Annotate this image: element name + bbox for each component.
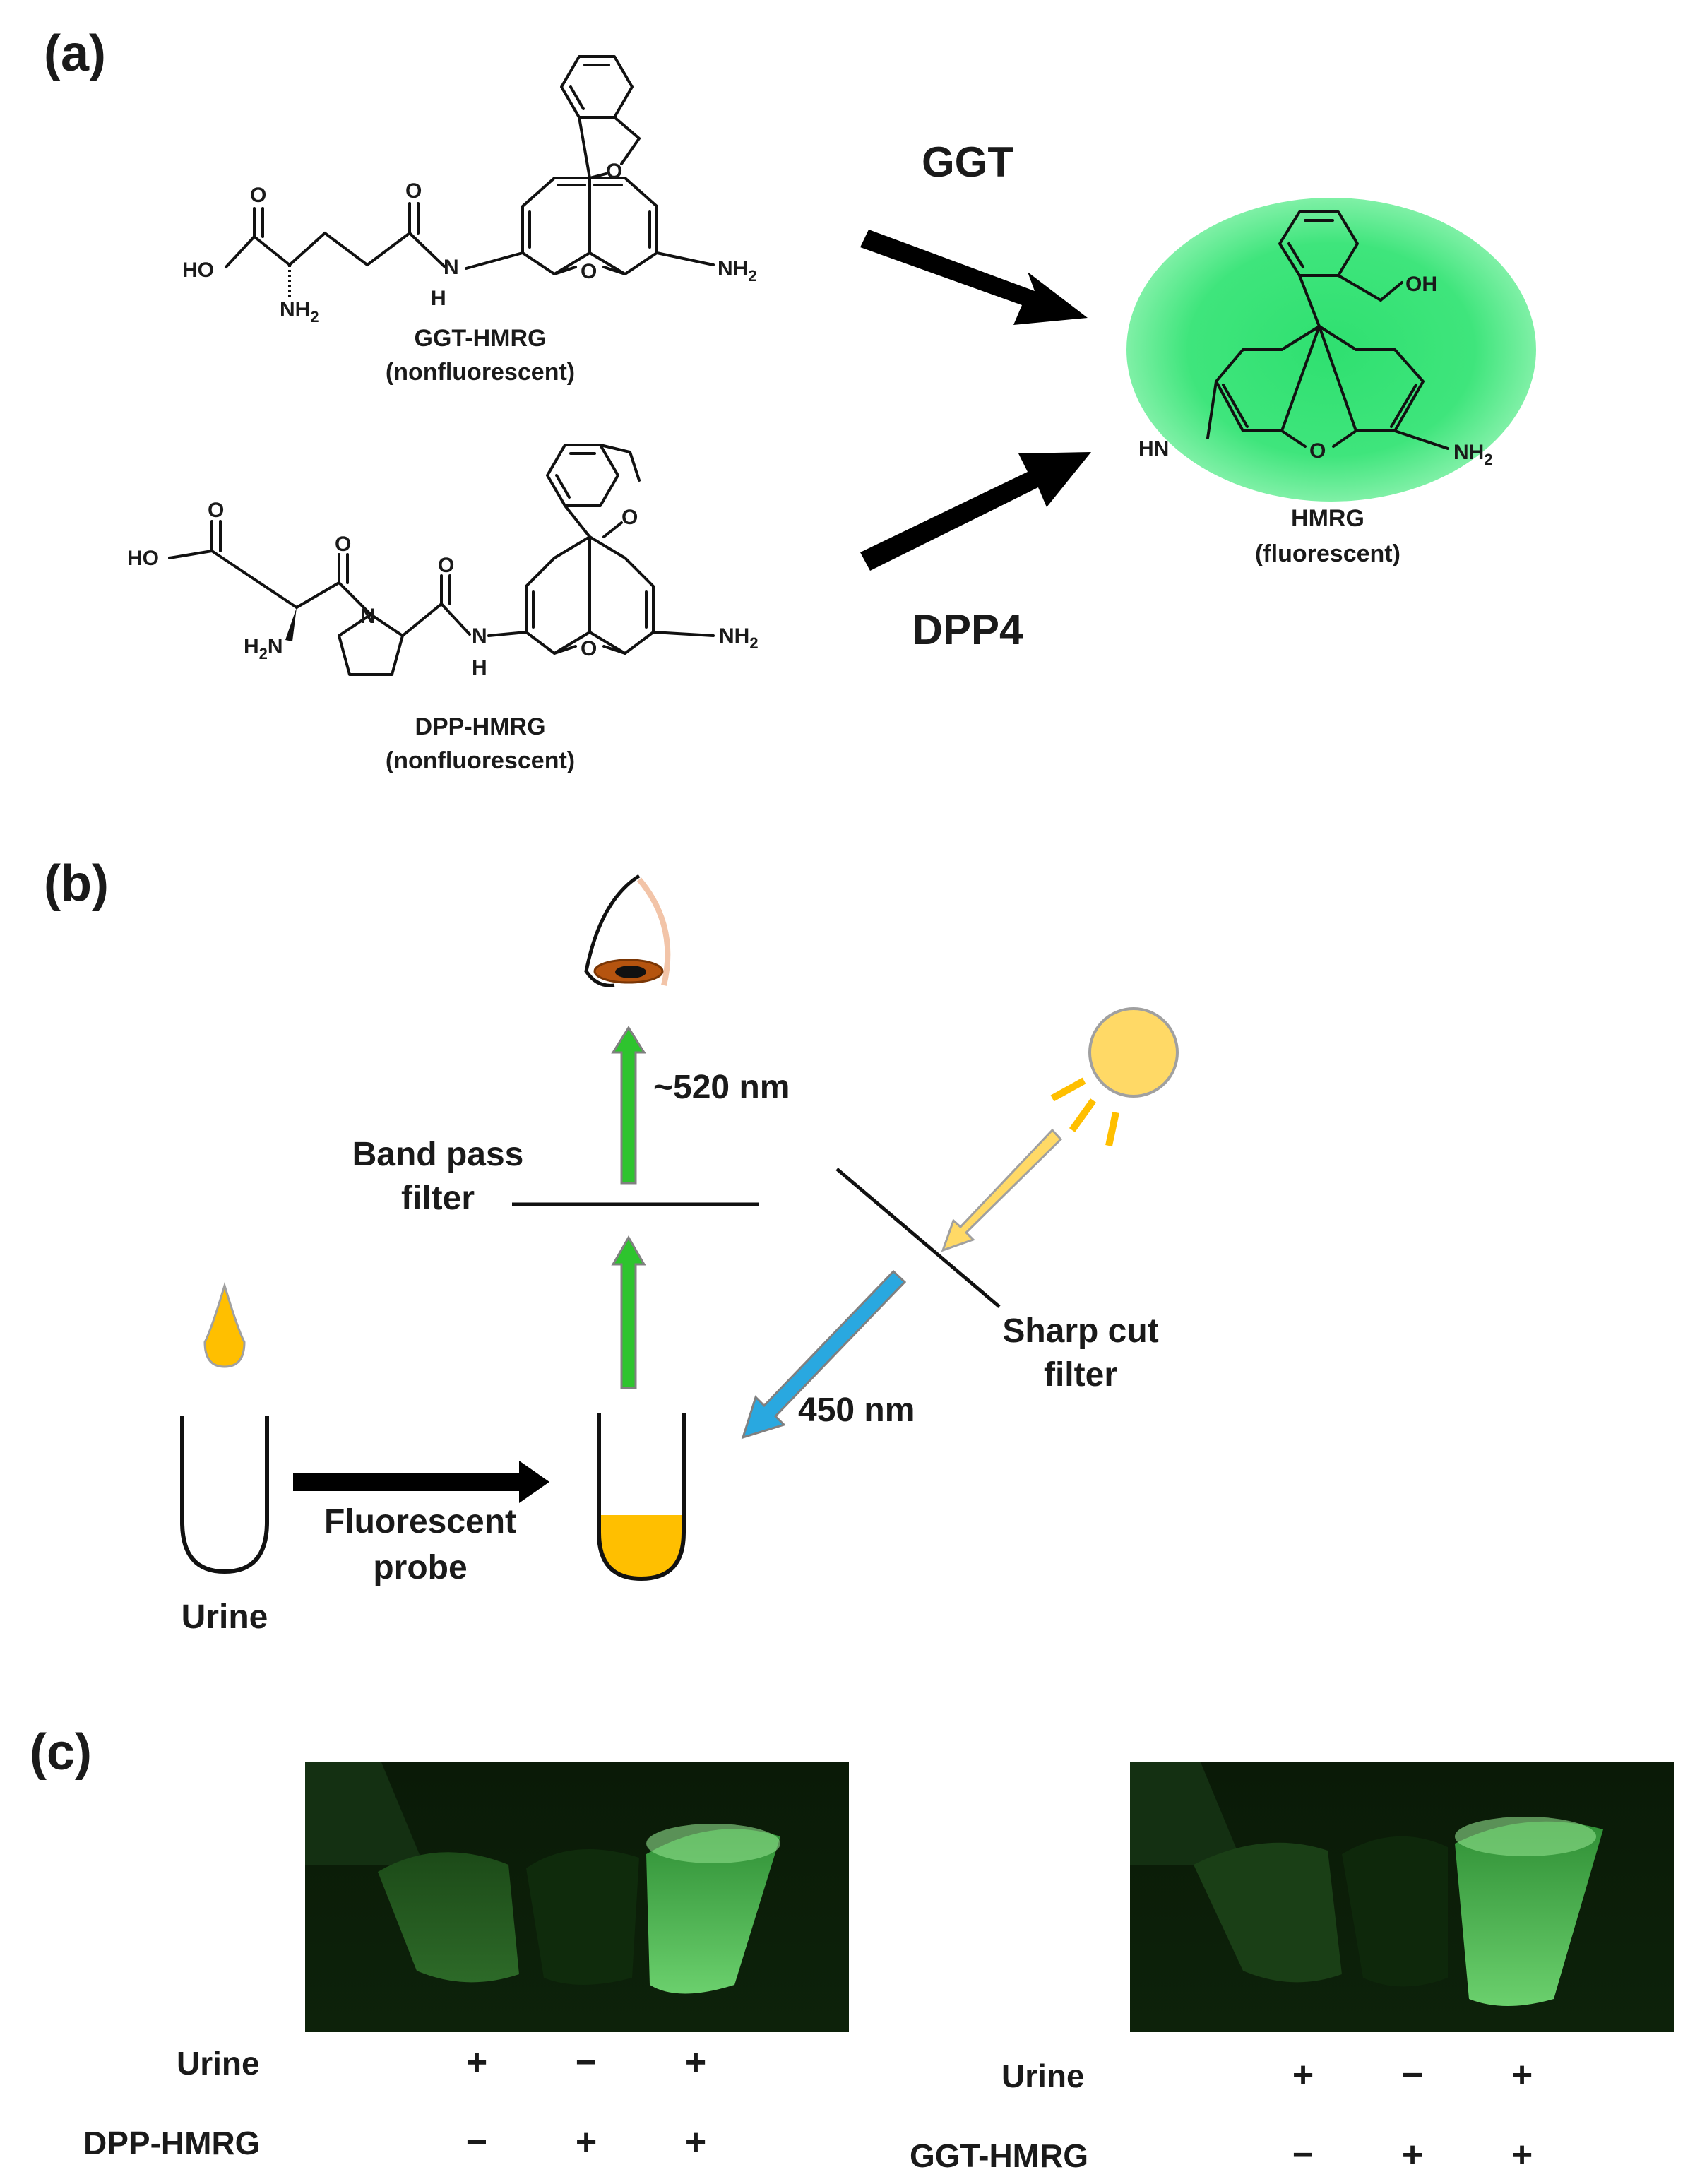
hmrg-nh2: NH2 [1453,441,1493,468]
sharp-cut-filter [835,1168,1001,1308]
ggt-o-carbonyl-2: O [405,179,422,203]
photo-ggt-hmrg [1130,1762,1674,2032]
left-probe-2: + [576,2122,597,2163]
dpp-o-acid: O [208,499,224,522]
ggt-o-carbonyl-1: O [250,184,266,207]
ggt-reaction-arrow [860,230,1088,325]
sharp-cut-label-2: filter [1044,1356,1117,1394]
dpp4-reaction-arrow [860,452,1091,571]
hmrg-oh: OH [1405,273,1437,296]
dpp-ho: HO [127,547,159,570]
dpp-hmrg-name: DPP-HMRG [415,713,545,740]
left-urine-1: + [466,2042,487,2083]
ggt-hmrg-structure [225,55,715,297]
emission-arrow-upper [611,1026,646,1185]
ggt-enzyme-label: GGT [922,138,1013,186]
left-urine-3: + [685,2042,706,2083]
hmrg-hn: HN [1138,437,1169,461]
left-row-probe-label: DPP-HMRG [83,2125,260,2161]
panel-a-label: (a) [44,25,106,82]
dpp-hmrg-state: (nonfluorescent) [386,747,575,774]
right-probe-3: + [1511,2135,1533,2176]
panel-c-label: (c) [30,1724,92,1781]
right-probe-1: − [1292,2135,1314,2176]
right-urine-2: − [1402,2055,1423,2096]
dpp-lactone-o: O [622,506,638,529]
ggt-hmrg-name: GGT-HMRG [415,325,547,352]
ggt-ho: HO [182,259,214,282]
ggt-lactone-o: O [606,160,622,183]
light-source-icon [1050,1007,1179,1147]
band-pass-label-2: filter [401,1180,475,1217]
hmrg-structure [1206,210,1449,450]
left-probe-1: − [466,2122,487,2163]
right-row-urine-label: Urine [1001,2058,1085,2094]
left-row-urine-label: Urine [177,2045,260,2082]
sharp-cut-label-1: Sharp cut [1002,1312,1158,1350]
dpp4-enzyme-label: DPP4 [912,606,1023,653]
left-urine-2: − [576,2042,597,2083]
panel-b-label: (b) [44,855,109,912]
hmrg-xanthene-o: O [1309,439,1326,463]
ggt-nh2-alpha: NH2 [280,298,319,326]
right-urine-3: + [1511,2055,1533,2096]
right-urine-1: + [1292,2055,1314,2096]
right-row-probe-label: GGT-HMRG [910,2137,1088,2174]
dpp-o-amide: O [438,554,454,577]
dpp-amide-n: N [472,624,487,648]
dpp-xanthene-o: O [581,637,597,660]
band-pass-label-1: Band pass [352,1136,524,1173]
photo-dpp-hmrg [305,1762,849,2032]
ggt-hmrg-state: (nonfluorescent) [386,359,575,386]
probe-label-2: probe [373,1549,467,1586]
hmrg-fluorescence-glow [1126,198,1536,502]
source-light-arrow [941,1128,1063,1252]
ggt-amide-n: N [444,256,459,279]
dpp-proline-n: N [360,605,376,628]
right-probe-2: + [1402,2135,1423,2176]
sample-tube [597,1413,686,1581]
dpp-hmrg-atom-labels: O HO O O H2N N N H O O NH2 [127,499,759,679]
dpp-nh2: NH2 [719,624,759,652]
urine-tube-label: Urine [182,1598,268,1636]
dpp-amide-h: H [472,656,487,679]
hmrg-state: (fluorescent) [1255,540,1400,567]
eye-icon [584,874,671,987]
add-probe-arrow [293,1461,549,1503]
excitation-wavelength: 450 nm [798,1391,915,1429]
ggt-nh2-right: NH2 [718,257,757,285]
ggt-xanthene-o: O [581,260,597,283]
hmrg-name: HMRG [1291,505,1364,532]
sample-tube-liquid [599,1515,684,1579]
ggt-hmrg-atom-labels: O O HO NH2 N H O O NH2 [182,160,757,326]
left-probe-3: + [685,2122,706,2163]
emission-wavelength: ~520 nm [653,1069,790,1106]
dpp-h2n: H2N [244,635,283,663]
dpp-o-pro-carbonyl: O [335,533,351,556]
ggt-amide-h: H [431,287,446,310]
emission-arrow-lower [611,1235,646,1389]
urine-tube [180,1416,269,1574]
hmrg-atom-labels: OH HN O NH2 [1138,273,1493,468]
dpp-hmrg-structure [168,444,715,676]
probe-label-1: Fluorescent [324,1503,516,1541]
excitation-arrow [741,1269,907,1440]
urine-drop-icon [203,1281,246,1368]
